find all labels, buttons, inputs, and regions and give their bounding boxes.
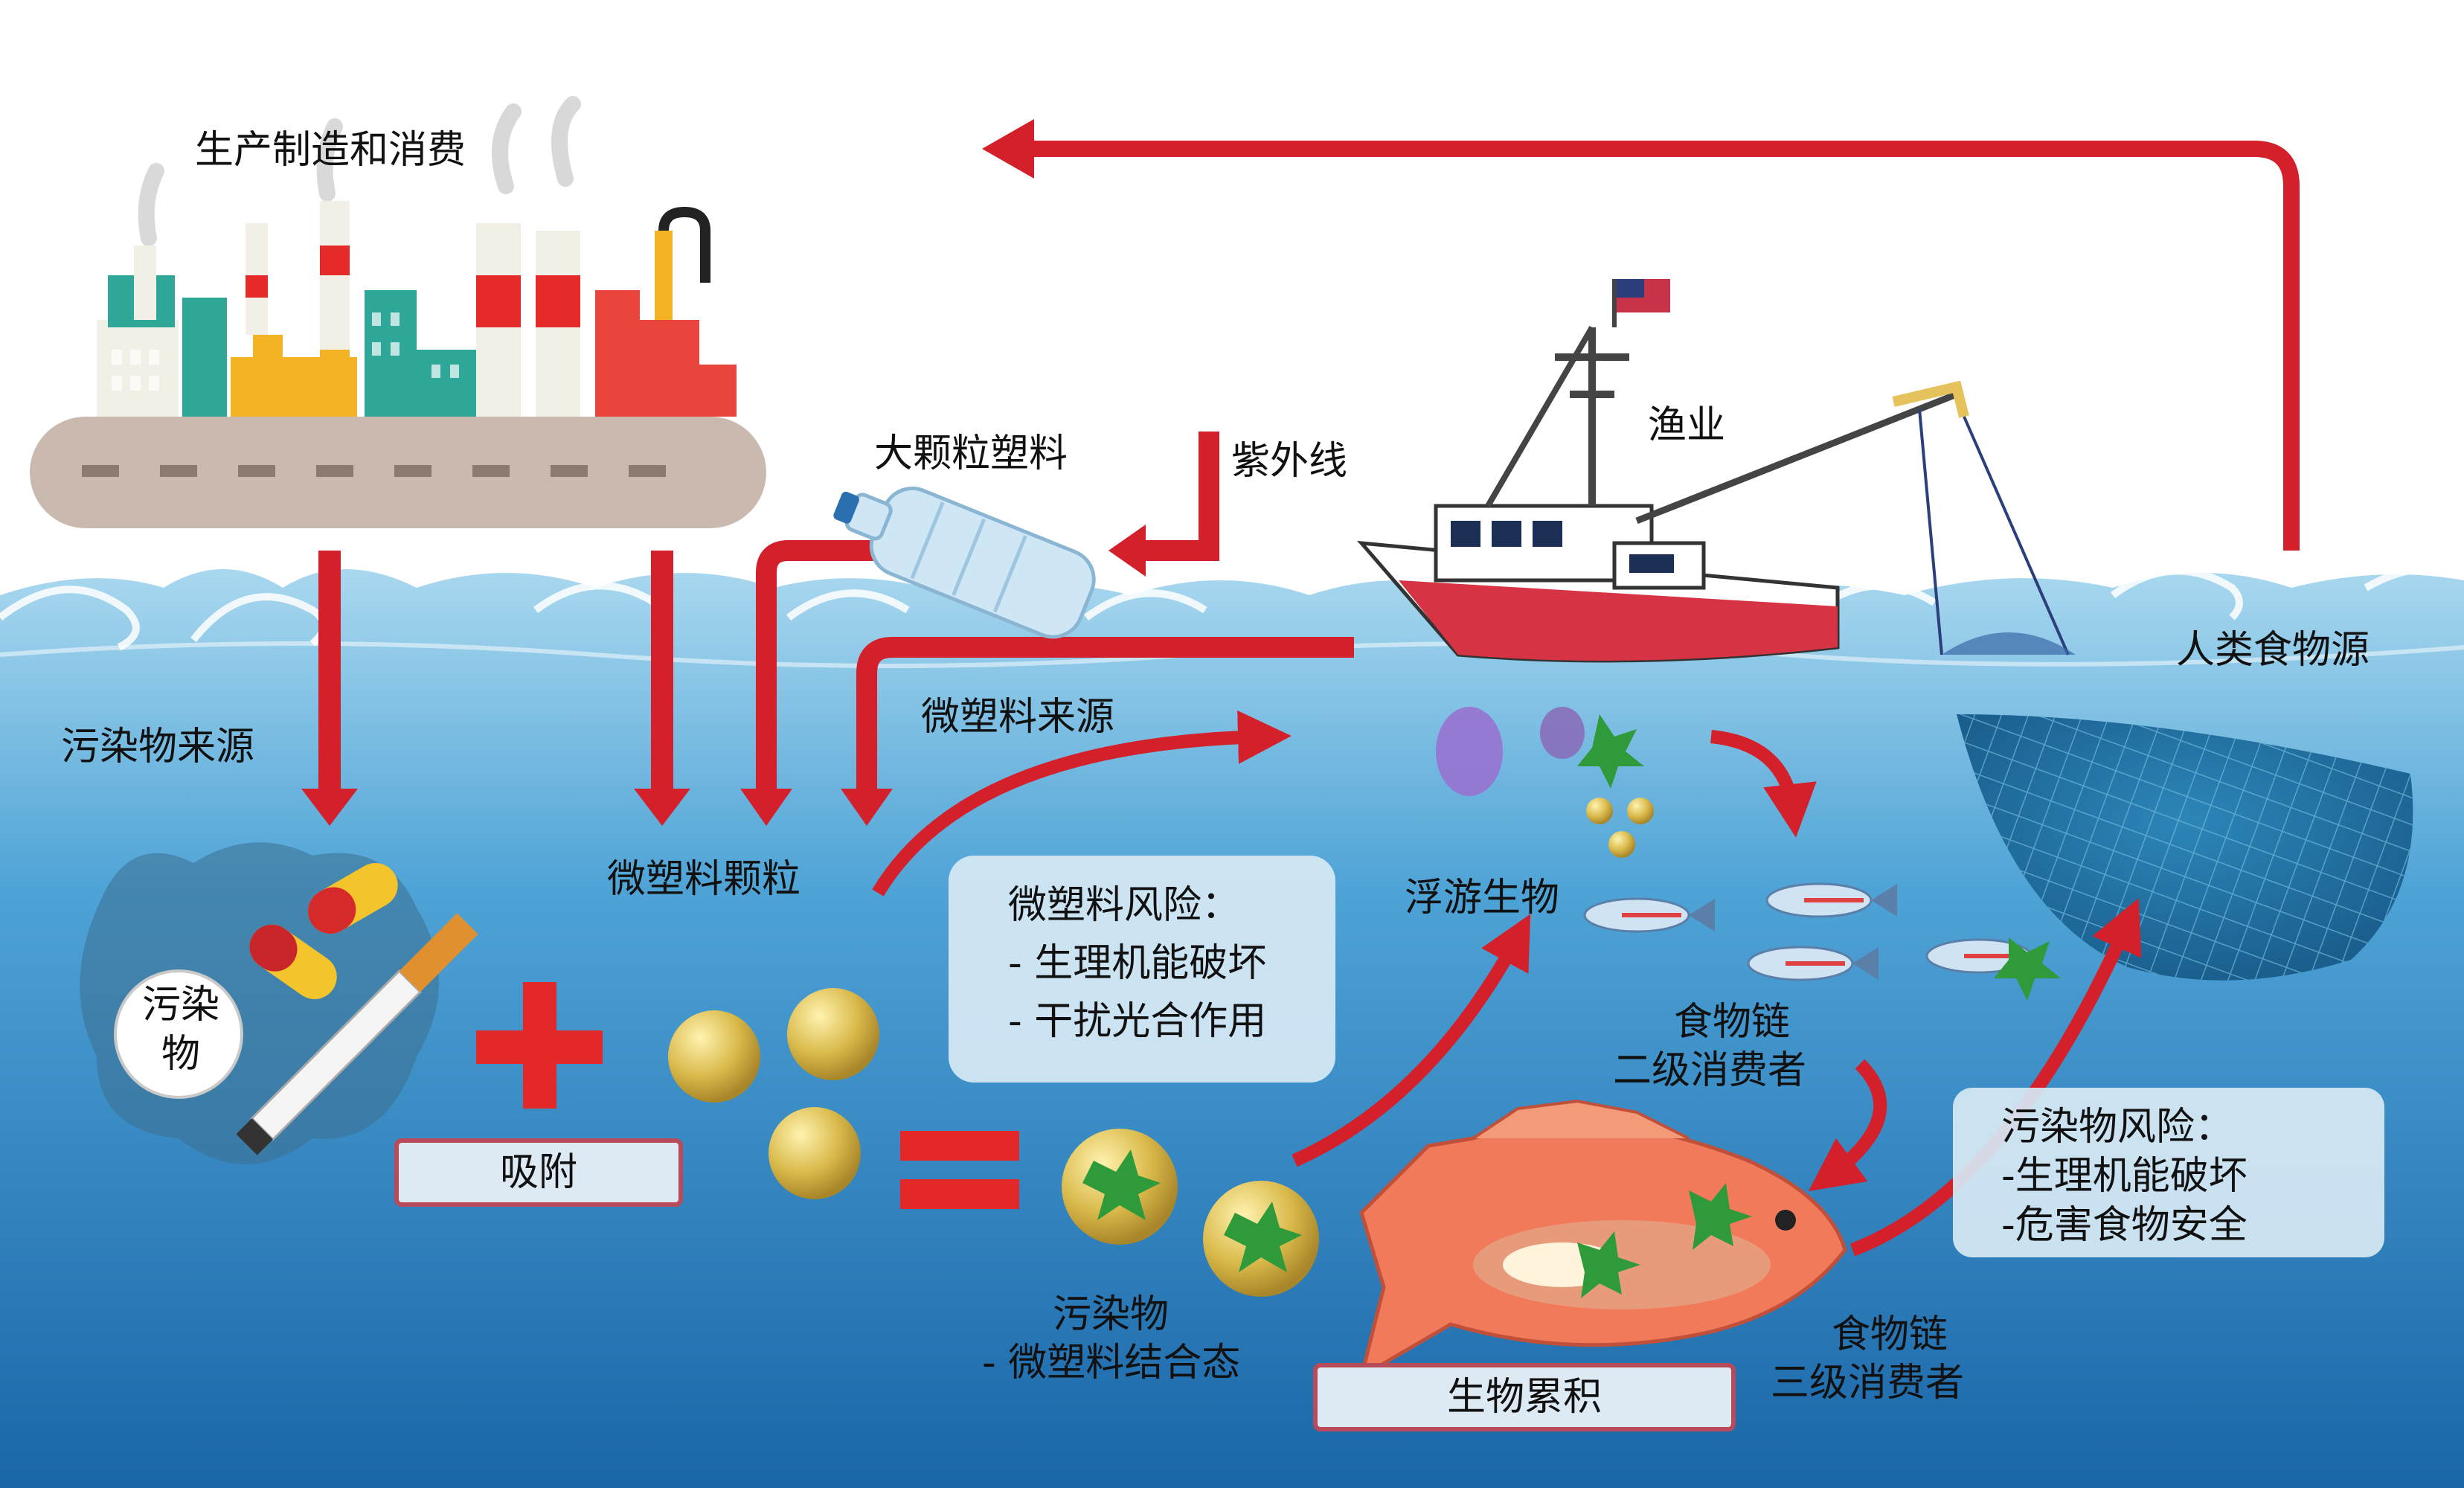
return-arrow [982,119,2300,551]
microplastic-risk-item: - 生理机能破坏 [1008,941,1267,986]
pollutant-risk-item: -生理机能破坏 [2001,1154,2248,1199]
equals-sign [900,1131,1019,1209]
pollutant-blob [80,842,478,1164]
factory-illustration [30,96,766,528]
microplastic-risk-title: 微塑料风险： [1008,883,1241,928]
pollutant-circle-line2: 物 [161,1032,200,1077]
food-chain-secondary-label: 食物链 二级消费者 [1613,998,1806,1095]
large-plastic-label: 大颗粒塑料 [874,432,1068,476]
pollutant-source-label: 污染物来源 [61,725,255,769]
microplastic-balls [668,988,879,1199]
human-food-label: 人类食物源 [2176,628,2370,673]
pollutant-circle-label: 污染 物 [136,981,225,1079]
bioaccumulation-tag: 生物累积 [1313,1363,1736,1431]
microplastic-risk-box: 微塑料风险： - 生理机能破坏 - 干扰光合作用 [949,856,1335,1083]
small-fish-group [1583,882,2061,1001]
microplastic-source-label: 微塑料来源 [921,695,1115,740]
source-arrows [301,432,1354,826]
fishing-net-illustration [1957,714,2413,981]
pollutant-risk-item: -危害食物安全 [2001,1203,2248,1248]
plastic-bottle-illustration [833,487,1096,639]
food-chain-tertiary-line2: 三级消费者 [1771,1361,1965,1405]
plankton-label: 浮游生物 [1405,876,1560,920]
uv-label: 紫外线 [1231,439,1348,484]
combined-state-line1: 污染物 [1053,1292,1170,1337]
combined-state-line2: - 微塑料结合态 [982,1341,1241,1385]
food-chain-tertiary-label: 食物链 三级消费者 [1771,1311,1964,1408]
pollutant-risk-box: 污染物风险： -生理机能破坏 -危害食物安全 [1953,1088,2384,1257]
microplastic-particles-label: 微塑料颗粒 [607,857,801,902]
big-fish-illustration [1358,1099,1847,1381]
fishery-label: 渔业 [1648,403,1726,448]
manufacturing-label: 生产制造和消费 [195,128,466,173]
fishing-boat-illustration [1357,279,2076,663]
food-chain-secondary-line1: 食物链 [1674,1000,1791,1045]
plankton-illustration [1436,707,1654,858]
combined-particles [1062,1129,1319,1297]
plus-sign [476,982,603,1109]
food-chain-secondary-line2: 二级消费者 [1613,1048,1807,1093]
adsorption-tag: 吸附 [394,1138,683,1207]
combined-state-label: 污染物 - 微塑料结合态 [982,1291,1240,1388]
food-chain-tertiary-line1: 食物链 [1832,1312,1948,1357]
microplastic-risk-item: - 干扰光合作用 [1008,999,1267,1044]
pollutant-risk-title: 污染物风险： [2001,1105,2234,1149]
pollutant-circle-line1: 污染 [141,983,219,1027]
